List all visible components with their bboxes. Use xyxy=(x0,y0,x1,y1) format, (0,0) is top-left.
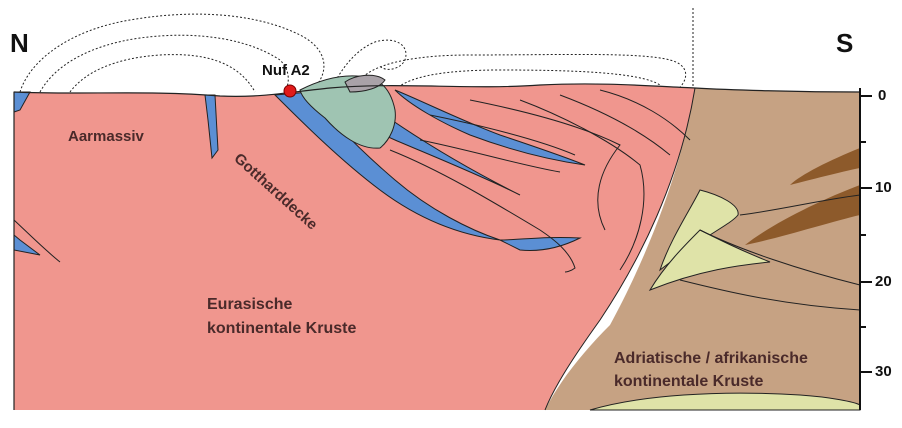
depth-axis xyxy=(860,88,872,410)
site-marker xyxy=(284,85,296,97)
depth-tick-10: 10 xyxy=(875,179,892,196)
south-label: S xyxy=(836,28,853,59)
eurasian-label-line1: Eurasische xyxy=(207,296,292,314)
site-label: Nuf A2 xyxy=(262,62,310,79)
eurasian-label-line2: kontinentale Kruste xyxy=(207,320,356,338)
adriatic-label-line1: Adriatische / afrikanische xyxy=(614,350,808,368)
adriatic-label-line2: kontinentale Kruste xyxy=(614,373,763,391)
depth-tick-0: 0 xyxy=(878,87,886,104)
depth-tick-20: 20 xyxy=(875,273,892,290)
depth-tick-30: 30 xyxy=(875,363,892,380)
north-label: N xyxy=(10,28,29,59)
aarmassiv-label: Aarmassiv xyxy=(68,128,144,145)
